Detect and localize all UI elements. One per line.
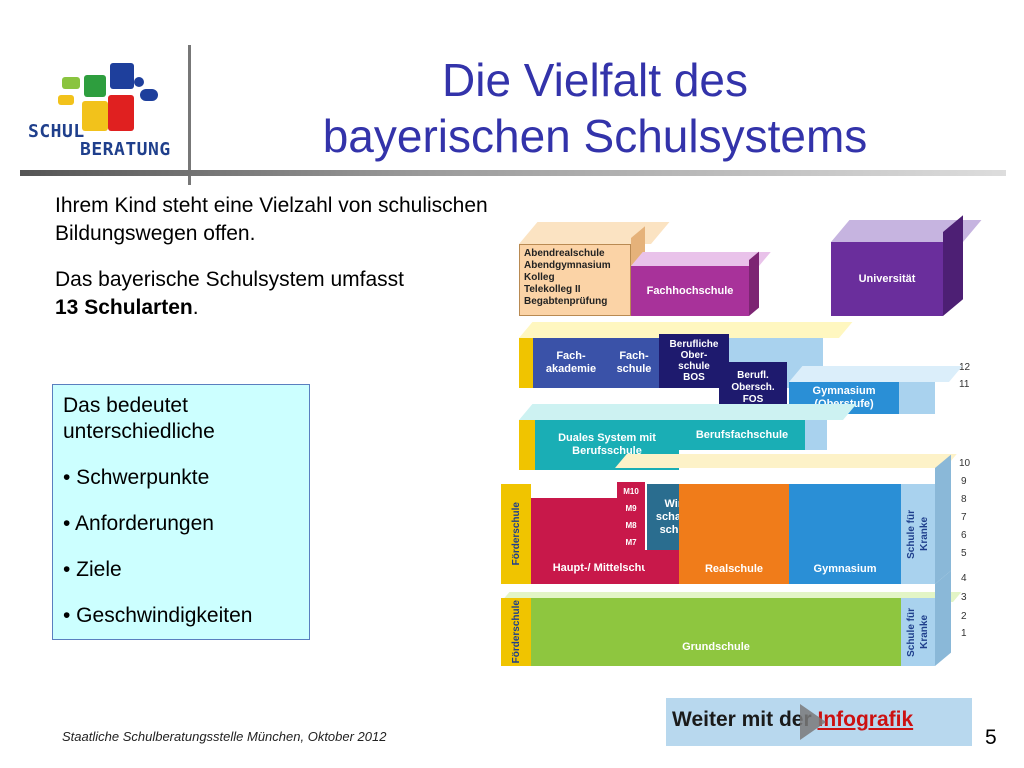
- m-level-label: M9: [625, 504, 637, 513]
- intro-paragraph-1: Ihrem Kind steht eine Vielzahl von schul…: [55, 194, 488, 245]
- m-level-label: M8: [625, 521, 637, 530]
- slide-title: Die Vielfalt des bayerischen Schulsystem…: [200, 52, 990, 164]
- title-line-1: Die Vielfalt des: [442, 54, 748, 106]
- grade-label: 1: [961, 628, 967, 639]
- next-infografik-button[interactable]: Weiter mit der Infografik: [666, 698, 972, 746]
- block-gym-ober-side: [899, 382, 935, 414]
- schulberatung-logo: SCHUL BERATUNG: [22, 55, 192, 175]
- grade-label: 6: [961, 530, 967, 541]
- block-foerderschule-lower: Förderschule: [501, 598, 531, 666]
- block-tier3-lightblue: [805, 420, 827, 450]
- m-level-label: M10: [623, 487, 639, 496]
- header-divider-horizontal: [20, 170, 1006, 176]
- block-schule-fuer-kranke-lower: Schule für Kranke: [901, 598, 935, 666]
- school-system-diagram: 12 11 10 9 8 7 6 5 4 3 2 1 Abendrealschu…: [497, 215, 982, 676]
- block-abendrealschule: Abendrealschule Abendgymnasium Kolleg Te…: [519, 244, 631, 316]
- puzzle-piece-icon: [110, 63, 134, 89]
- block-schule-fuer-kranke-upper: Schule für Kranke: [901, 484, 935, 584]
- intro-paragraph-2: Das bayerische Schulsystem umfasst 13 Sc…: [55, 266, 495, 322]
- block-foerderschule-upper: Förderschule: [501, 484, 531, 584]
- info-box-item: • Schwerpunkte: [63, 466, 210, 489]
- grade-label: 5: [961, 548, 967, 559]
- block-fachschule: Fach- schule: [609, 338, 659, 388]
- block-bos: Berufliche Ober- schule BOS: [659, 334, 729, 388]
- block-fachhochschule: Fachhochschule: [631, 266, 749, 316]
- puzzle-piece-icon: [62, 77, 80, 89]
- block-universitaet: Universität: [831, 242, 943, 316]
- intro-text: Das bayerische Schulsystem umfasst: [55, 268, 404, 291]
- grade-label: 9: [961, 476, 967, 487]
- page-number: 5: [985, 726, 997, 749]
- grade-label: 2: [961, 611, 967, 622]
- puzzle-piece-icon: [82, 101, 108, 131]
- intro-period: .: [192, 296, 199, 319]
- intro-count: 13 Schularten: [55, 296, 193, 319]
- block-tier2-yellow-edge: [519, 338, 533, 388]
- logo-text-beratung: BERATUNG: [80, 139, 171, 160]
- info-box-item: • Anforderungen: [63, 512, 214, 535]
- foerderschule-label-lower: Förderschule: [510, 600, 522, 664]
- block-tier3-yellow-edge: [519, 420, 535, 470]
- puzzle-piece-icon: [84, 75, 106, 97]
- grade-label: 4: [961, 573, 967, 584]
- grade-label: 11: [959, 379, 970, 390]
- title-line-2: bayerischen Schulsystems: [322, 110, 868, 162]
- info-box-item: • Geschwindigkeiten: [63, 604, 253, 627]
- infografik-link[interactable]: Infografik: [817, 708, 914, 731]
- block-m-levels: M10 M9 M8 M7: [617, 482, 645, 552]
- block-realschule: Realschule: [679, 484, 789, 584]
- block-haupt-fill: [645, 550, 679, 584]
- kranke-label: Schule für Kranke: [906, 509, 930, 559]
- block-fachakademie: Fach- akademie: [533, 338, 609, 388]
- next-button-prefix: Weiter mit der: [672, 708, 818, 731]
- block-grundschule: Grundschule: [531, 598, 901, 666]
- m-level-label: M7: [625, 538, 637, 547]
- grade-label: 12: [959, 362, 971, 373]
- grade-label: 10: [959, 458, 971, 469]
- puzzle-piece-icon: [58, 95, 74, 105]
- info-box: Das bedeutet unterschiedliche • Schwerpu…: [52, 384, 310, 640]
- grade-label: 7: [961, 512, 967, 523]
- grade-label: 8: [961, 494, 967, 505]
- block-duales-system: Duales System mit Berufsschule: [535, 420, 679, 470]
- info-box-heading: Das bedeutet unterschiedliche: [63, 394, 215, 443]
- block-berufsfachschule: Berufsfachschule: [679, 420, 805, 450]
- info-box-item: • Ziele: [63, 558, 122, 581]
- puzzle-piece-icon: [134, 77, 144, 87]
- play-icon: [800, 704, 826, 740]
- logo-text-schul: SCHUL: [28, 121, 85, 142]
- puzzle-piece-icon: [108, 95, 134, 131]
- puzzle-piece-icon: [140, 89, 158, 101]
- block-gymnasium: Gymnasium: [789, 484, 901, 584]
- header-divider-vertical: [188, 45, 191, 185]
- grade-label: 3: [961, 592, 967, 603]
- kranke-label-lower: Schule für Kranke: [906, 607, 930, 657]
- foerderschule-label: Förderschule: [510, 502, 522, 566]
- footer-source: Staatliche Schulberatungsstelle München,…: [62, 729, 387, 744]
